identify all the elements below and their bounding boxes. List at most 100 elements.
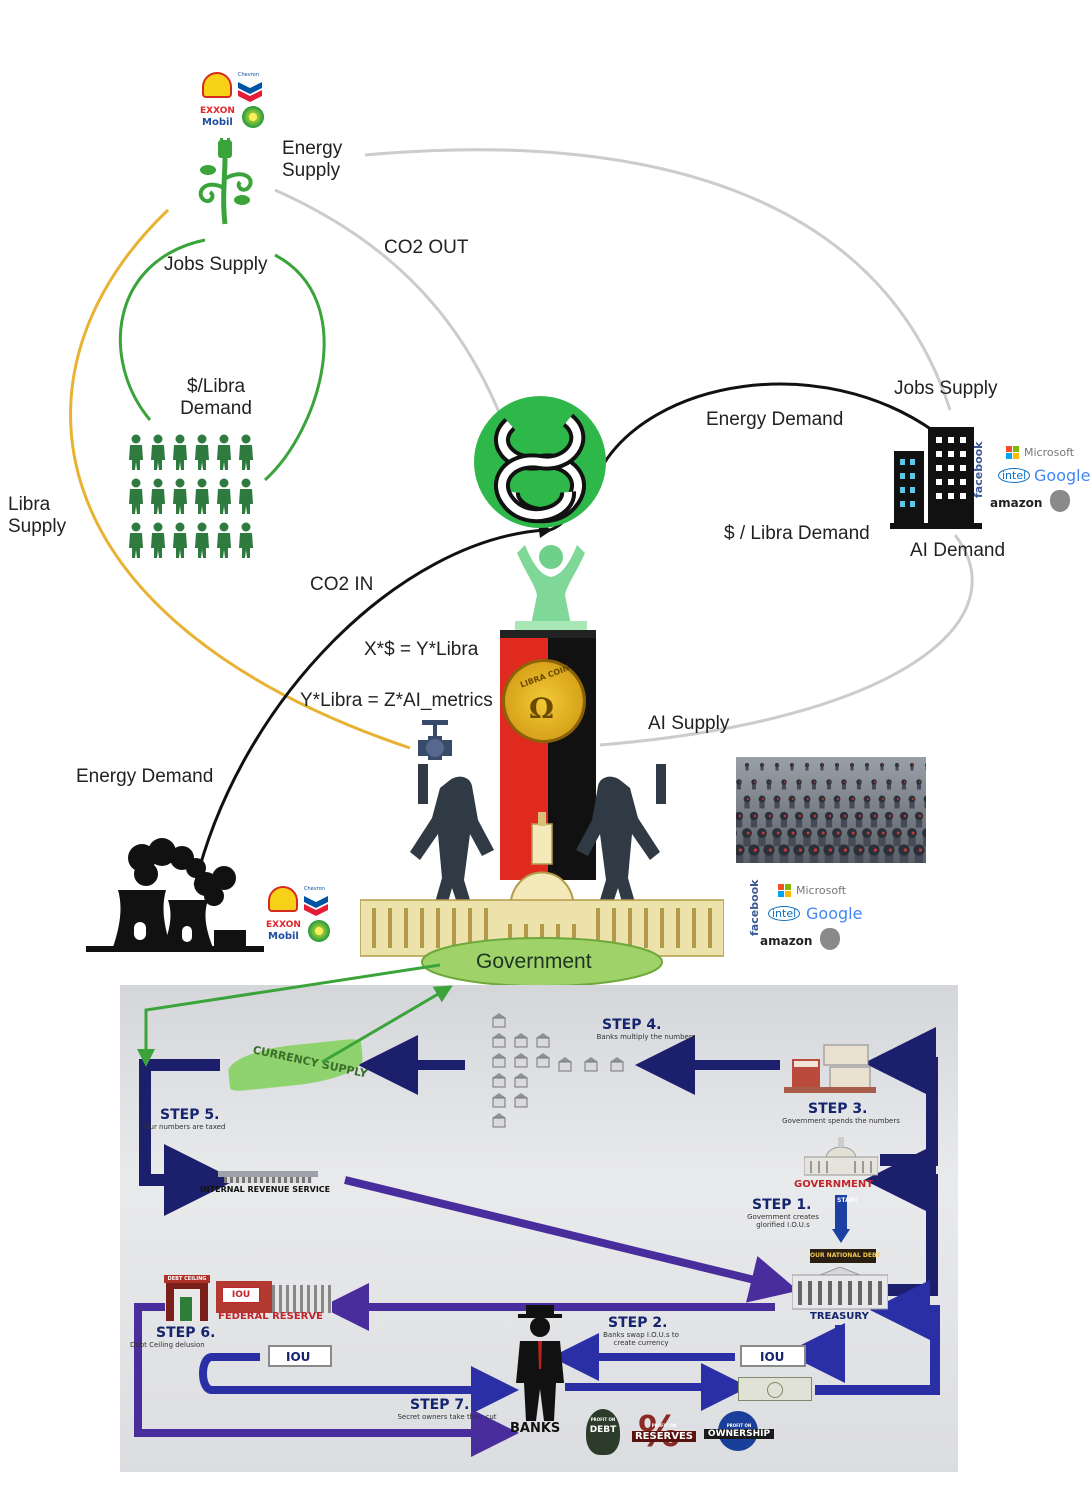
worker-figure-icon	[239, 478, 253, 514]
robot-figure-icon	[751, 779, 757, 790]
robot-figure-icon	[880, 763, 884, 771]
step4-sub: Banks multiply the numbers	[596, 1033, 696, 1041]
robot-figure-icon	[853, 844, 865, 863]
robot-figure-icon	[916, 779, 922, 790]
robot-figure-icon	[922, 828, 926, 847]
robot-figure-icon	[820, 763, 824, 771]
robot-figure-icon	[925, 763, 926, 771]
robot-figure-icon	[847, 828, 857, 847]
energy-demand-left-label: Energy Demand	[76, 766, 214, 787]
robot-figure-icon	[856, 779, 862, 790]
cash-bill-icon	[738, 1377, 812, 1401]
libra-logo-icon	[470, 392, 610, 542]
robot-figure-icon	[778, 844, 790, 863]
robot-figure-icon	[865, 763, 869, 771]
energy-supply-line	[364, 148, 952, 411]
robot-figure-icon	[868, 844, 880, 863]
apple-logo-icon	[1050, 490, 1070, 512]
step2-label: STEP 2.	[608, 1315, 668, 1331]
robot-figure-icon	[839, 811, 849, 828]
worker-figure-icon	[195, 522, 209, 558]
worker-figure-icon	[195, 478, 209, 514]
step7-label: STEP 7.	[410, 1397, 470, 1413]
step6-sub: Debt Ceiling delusion	[130, 1341, 205, 1349]
irs-building-icon	[218, 1171, 318, 1185]
robot-figure-icon	[910, 763, 914, 771]
workers-group-icon	[124, 430, 256, 560]
profit-ownership-badge: PROFIT ON OWNERSHIP	[704, 1411, 774, 1451]
step3-label: STEP 3.	[808, 1101, 868, 1117]
tech-logos-right: facebook Microsoft intel Google amazon	[972, 441, 1091, 512]
worker-figure-icon	[129, 434, 143, 470]
robot-figure-icon	[854, 811, 864, 828]
robot-army-image	[736, 757, 926, 863]
robot-figure-icon	[772, 828, 782, 847]
energy-plant-icon	[190, 138, 260, 226]
bp-logo-icon-bottom	[308, 920, 330, 942]
robot-figure-icon	[883, 844, 895, 863]
bank-building-small-icon	[610, 1057, 624, 1072]
bank-building-small-icon	[514, 1053, 528, 1068]
robot-figure-icon	[793, 844, 805, 863]
robot-figure-icon	[908, 795, 916, 809]
facebook-label: facebook	[972, 441, 985, 499]
worker-figure-icon	[151, 478, 165, 514]
national-debt-sign: OUR NATIONAL DEBT	[810, 1249, 881, 1263]
worker-figure-icon	[217, 434, 231, 470]
bank-building-small-icon	[492, 1093, 506, 1108]
bank-building-small-icon	[492, 1053, 506, 1068]
robot-figure-icon	[808, 844, 820, 863]
bank-building-small-icon	[514, 1073, 528, 1088]
robot-figure-icon	[742, 828, 752, 847]
robot-figure-icon	[773, 795, 781, 809]
ai-demand-label: AI Demand	[910, 540, 1006, 561]
robot-figure-icon	[838, 844, 850, 863]
worker-figure-icon	[239, 434, 253, 470]
robot-figure-icon	[781, 779, 787, 790]
worker-figure-icon	[217, 522, 231, 558]
banker-silhouette-icon	[510, 1303, 570, 1421]
co2-in-label: CO2 IN	[310, 574, 374, 595]
robot-figure-icon	[736, 844, 745, 863]
robot-figure-icon	[841, 779, 847, 790]
robot-figure-icon	[749, 811, 759, 828]
federal-reserve-label: FEDERAL RESERVE	[218, 1311, 323, 1322]
profit-debt-badge: PROFIT ON DEBT	[586, 1409, 620, 1455]
libra-demand-left-label: $/Libra Demand	[180, 376, 252, 419]
shell-logo-icon	[202, 72, 232, 98]
co2-in-line	[193, 528, 546, 886]
office-buildings-icon	[890, 423, 982, 531]
start-arrow-icon: START	[832, 1195, 858, 1243]
robot-figure-icon	[913, 844, 925, 863]
worker-figure-icon	[239, 522, 253, 558]
treasury-label: TREASURY	[810, 1311, 869, 1322]
bank-building-small-icon	[536, 1053, 550, 1068]
robot-figure-icon	[736, 811, 744, 828]
worker-figure-icon	[173, 434, 187, 470]
mobil-label: Mobil	[202, 117, 233, 128]
step1-label: STEP 1.	[752, 1197, 812, 1213]
worker-figure-icon	[195, 434, 209, 470]
power-plant-icon	[86, 838, 264, 952]
step5-sub: Our numbers are taxed	[144, 1123, 226, 1131]
robot-figure-icon	[736, 830, 737, 836]
step6-label: STEP 6.	[156, 1325, 216, 1341]
step3-sub: Government spends the numbers	[782, 1117, 900, 1125]
robot-figure-icon	[877, 828, 887, 847]
co2-out-label: CO2 OUT	[384, 237, 469, 258]
valve-icon	[414, 718, 456, 764]
robot-figure-icon	[790, 763, 794, 771]
iou-note-right-icon: IOU	[740, 1345, 806, 1367]
equation-2-label: Y*Libra = Z*AI_metrics	[300, 690, 493, 711]
treasury-building-icon	[792, 1267, 888, 1311]
libra-coin-icon: LIBRA COIN Ω	[505, 662, 583, 740]
bank-building-small-icon	[492, 1113, 506, 1128]
robot-figure-icon	[832, 828, 842, 847]
robot-figure-icon	[886, 779, 892, 790]
robot-figure-icon	[895, 763, 899, 771]
robot-figure-icon	[898, 844, 910, 863]
google-label: Google	[1034, 466, 1091, 485]
worker-figure-icon	[173, 522, 187, 558]
robot-figure-icon	[763, 844, 775, 863]
bank-building-small-icon	[492, 1013, 506, 1028]
